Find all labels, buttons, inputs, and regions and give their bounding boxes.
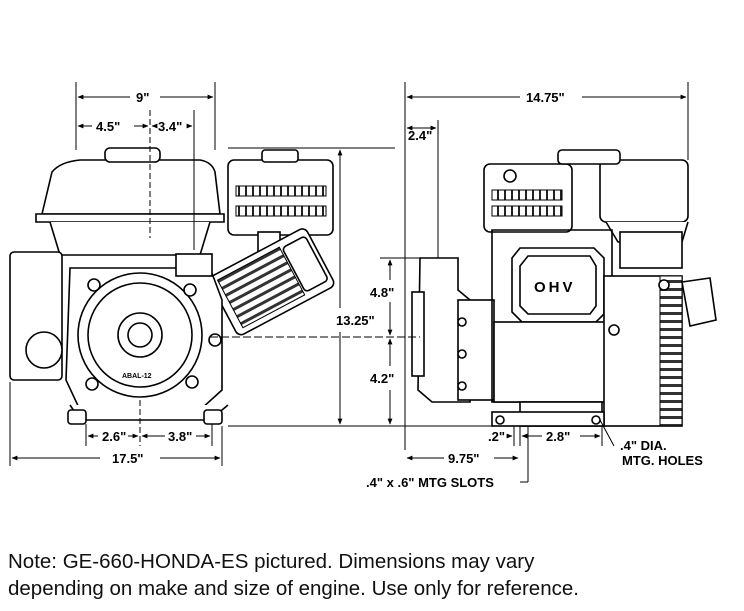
dim-base-right: 3.8" [168, 429, 192, 444]
dim-mounting-holes-line2: MTG. HOLES [622, 453, 703, 468]
dim-right-offset-top: 3.4" [158, 119, 182, 134]
dim-total-height: 13.25" [336, 313, 375, 328]
dim-overall-width-top: 9" [136, 90, 149, 105]
dim-left-offset-top: 4.5" [96, 119, 120, 134]
side-view-engine [411, 149, 717, 427]
dim-slot-offset: .2" [488, 429, 505, 444]
dim-mounting-holes-line1: .4" DIA. [620, 438, 667, 453]
dim-shaft-offset: 2.4" [408, 128, 432, 143]
dimension-lines [9, 82, 689, 483]
valve-cover-label: OHV [534, 279, 576, 296]
dim-slot-spacing: 2.8" [546, 429, 570, 444]
dim-overall-depth: 14.75" [526, 90, 565, 105]
dim-upper-height: 4.8" [370, 285, 394, 300]
dim-base-depth: 9.75" [448, 451, 479, 466]
front-view-engine [9, 147, 335, 425]
dim-overall-width-bottom: 17.5" [112, 451, 143, 466]
front-model-label: ABAL-12 [122, 373, 152, 380]
note-line-1: Note: GE-660-HONDA-ES pictured. Dimensio… [8, 550, 535, 573]
note-line-2: depending on make and size of engine. Us… [8, 577, 579, 600]
reference-note: Note: GE-660-HONDA-ES pictured. Dimensio… [8, 548, 738, 602]
dim-lower-height: 4.2" [370, 371, 394, 386]
dim-mounting-slots: .4" x .6" MTG SLOTS [366, 475, 494, 490]
engine-dimension-drawing: ABAL-12 OHV [9, 82, 717, 490]
dim-base-left: 2.6" [102, 429, 126, 444]
